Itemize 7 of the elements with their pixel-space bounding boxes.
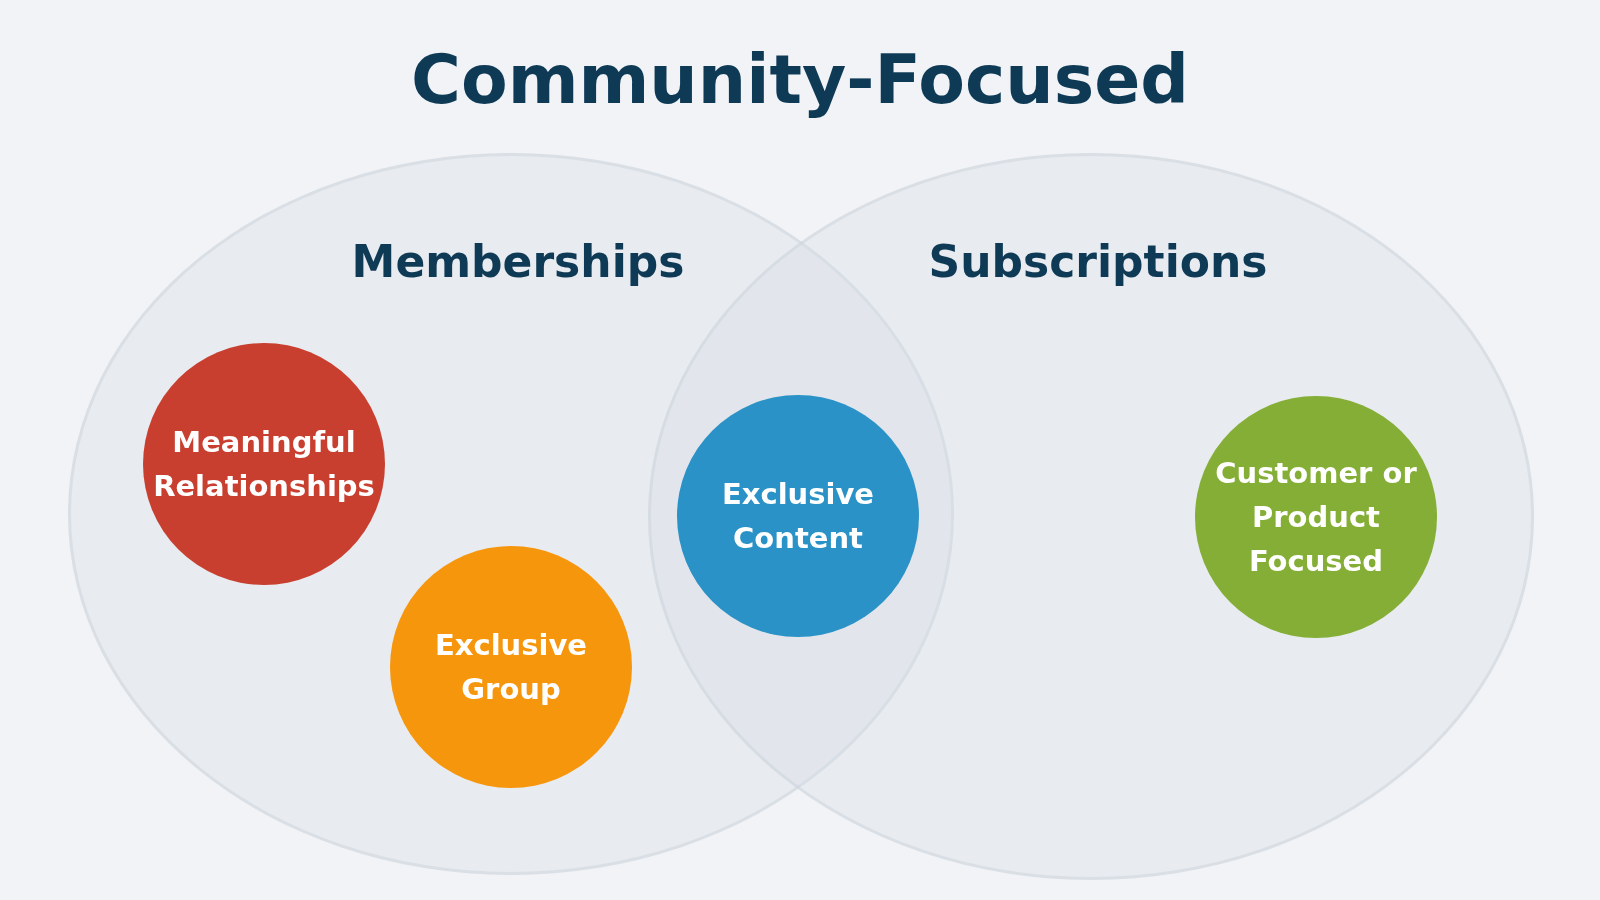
circle-label: Exclusive Group <box>433 627 589 708</box>
circle-label: Customer or Product Focused <box>1214 455 1418 580</box>
set-heading: Subscriptions <box>928 236 1268 287</box>
circle-label: Exclusive Content <box>720 476 876 557</box>
circle-label: Meaningful Relationships <box>153 424 375 505</box>
set-heading: Memberships <box>351 236 685 287</box>
title: Community-Focused <box>410 40 1190 119</box>
